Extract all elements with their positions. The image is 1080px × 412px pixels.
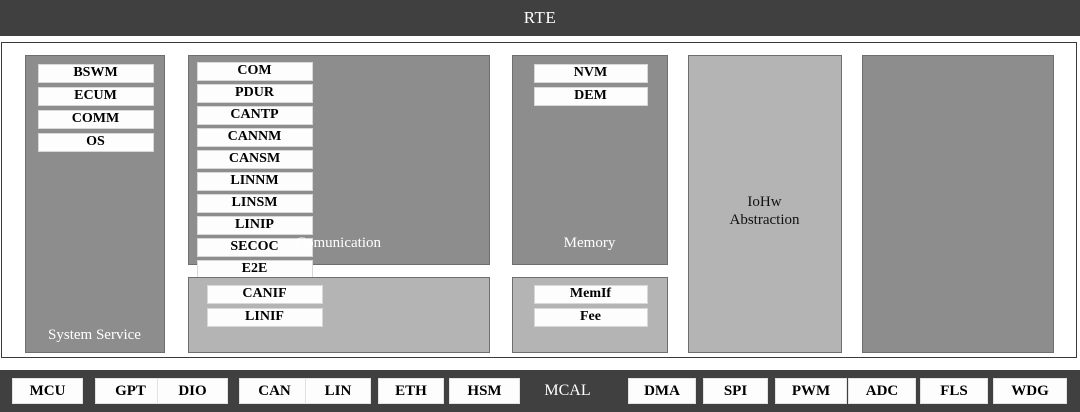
- mcal-module-pwm[interactable]: PWM: [775, 378, 847, 404]
- column-communication-interface: CANIF LINIF: [187, 276, 490, 353]
- module-chip-com[interactable]: COM: [196, 61, 313, 81]
- column-caption-memory: Memory: [563, 234, 616, 251]
- mcal-module-spi[interactable]: SPI: [703, 378, 768, 404]
- column-complex-drive: ComplexDrive: [861, 54, 1054, 389]
- module-chip-linip[interactable]: LINIP: [196, 215, 313, 235]
- module-chip-cansm[interactable]: CANSM: [196, 149, 313, 169]
- mcal-module-dio[interactable]: DIO: [157, 378, 228, 404]
- module-chip-ecum[interactable]: ECUM: [37, 86, 154, 106]
- column-caption-system-service: System Service: [48, 326, 141, 343]
- module-chip-nvm[interactable]: NVM: [533, 63, 648, 83]
- column-iohw-abstraction: IoHw Abstraction: [687, 54, 842, 353]
- column-memory: NVM DEM Memory: [511, 54, 668, 265]
- module-chip-linif[interactable]: LINIF: [206, 307, 323, 327]
- module-chip-secoc[interactable]: SECOC: [196, 237, 313, 257]
- module-chip-memif[interactable]: MemIf: [533, 284, 648, 304]
- column-caption-iohw-abstraction: IoHw Abstraction: [729, 193, 800, 229]
- module-chip-linnm[interactable]: LINNM: [196, 171, 313, 191]
- mcal-module-can[interactable]: CAN: [239, 378, 310, 404]
- module-chip-cantp[interactable]: CANTP: [196, 105, 313, 125]
- rte-layer-bar: RTE: [0, 0, 1080, 36]
- module-chip-linsm[interactable]: LINSM: [196, 193, 313, 213]
- module-chip-os[interactable]: OS: [37, 132, 154, 152]
- mcal-module-adc[interactable]: ADC: [848, 378, 916, 404]
- mcal-module-lin[interactable]: LIN: [305, 378, 371, 404]
- module-chip-bswm[interactable]: BSWM: [37, 63, 154, 83]
- mcal-module-gpt[interactable]: GPT: [95, 378, 166, 404]
- rte-label: RTE: [523, 8, 557, 27]
- mcal-module-fls[interactable]: FLS: [920, 378, 988, 404]
- module-chip-pdur[interactable]: PDUR: [196, 83, 313, 103]
- module-chip-dem[interactable]: DEM: [533, 86, 648, 106]
- mcal-module-wdg[interactable]: WDG: [993, 378, 1067, 404]
- mcal-module-hsm[interactable]: HSM: [449, 378, 520, 404]
- module-chip-canif[interactable]: CANIF: [206, 284, 323, 304]
- mcal-module-dma[interactable]: DMA: [628, 378, 696, 404]
- module-chip-comm[interactable]: COMM: [37, 109, 154, 129]
- column-system-service: BSWM ECUM COMM OS System Service: [24, 54, 165, 353]
- mcal-module-eth[interactable]: ETH: [378, 378, 444, 404]
- module-chip-fee[interactable]: Fee: [533, 307, 648, 327]
- module-chip-cannm[interactable]: CANNM: [196, 127, 313, 147]
- mcal-layer-label: MCAL: [544, 382, 591, 399]
- column-caption-communication: Comunication: [296, 234, 381, 251]
- mcal-module-mcu[interactable]: MCU: [12, 378, 83, 404]
